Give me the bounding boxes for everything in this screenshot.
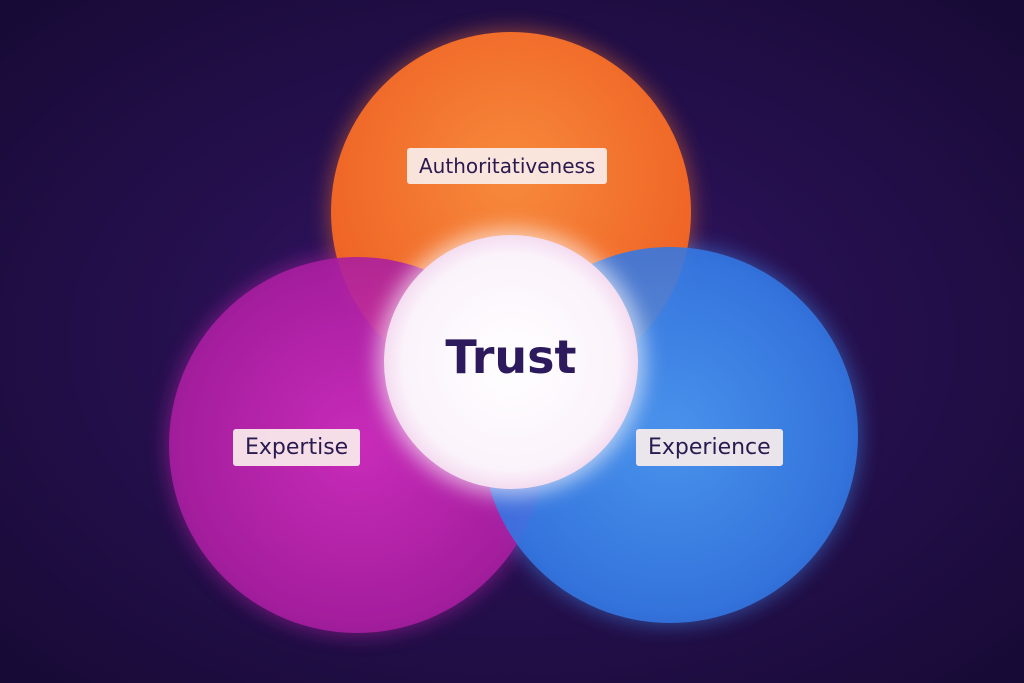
label-experience: Experience [636,429,783,466]
label-trust: Trust [445,330,577,384]
circle-trust [384,235,638,489]
label-authoritativeness: Authoritativeness [407,148,608,184]
label-expertise: Expertise [233,429,361,466]
